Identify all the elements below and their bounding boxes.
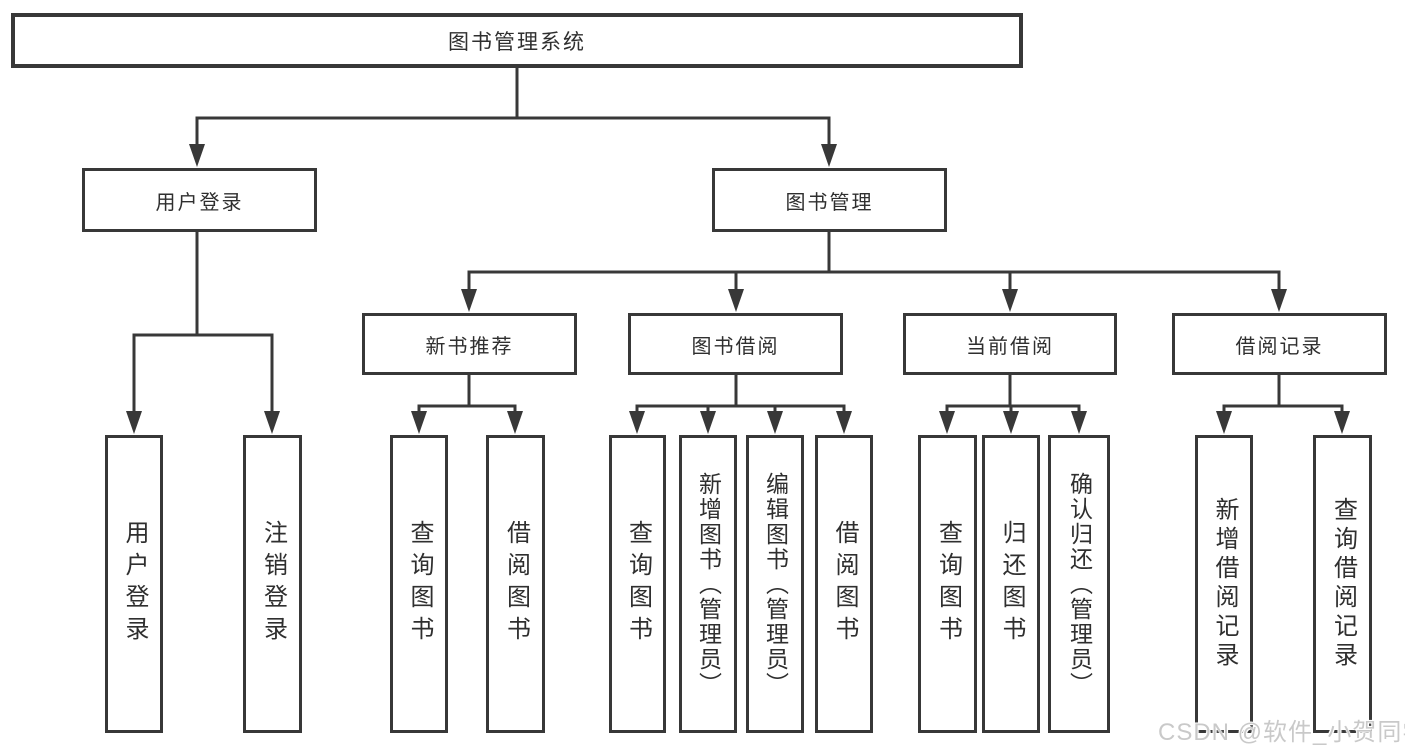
leaf-rec-borrow-book: 借阅图书 xyxy=(486,435,545,733)
arrow-icon xyxy=(836,411,852,434)
node-label: 用户登录 xyxy=(121,520,148,648)
arrow-icon xyxy=(1002,289,1018,312)
node-label: 借阅图书 xyxy=(502,520,530,648)
arrow-icon xyxy=(1003,411,1019,434)
leaf-rec-query-book: 查询图书 xyxy=(390,435,448,733)
arrow-icon xyxy=(939,411,955,434)
node-label: 查询图书 xyxy=(934,520,962,648)
arrow-icon xyxy=(767,411,783,434)
arrow-icon xyxy=(1271,289,1287,312)
arrow-icon xyxy=(1071,411,1087,434)
arrow-icon xyxy=(264,411,280,434)
node-label: 图书管理系统 xyxy=(448,30,586,54)
leaf-borrow-borrow-book: 借阅图书 xyxy=(815,435,873,733)
connector-rec-rail xyxy=(417,404,517,418)
node-label: 借阅图书 xyxy=(831,520,858,648)
node-label: 借阅记录 xyxy=(1235,335,1324,358)
node-user-login-branch: 用户登录 xyxy=(82,168,317,232)
node-new-book-recommend: 新书推荐 xyxy=(362,313,577,375)
arrow-icon xyxy=(411,411,427,434)
node-label: 新书推荐 xyxy=(425,335,514,358)
leaf-current-confirm-return-admin: 确认归还（管理员） xyxy=(1048,435,1110,733)
arrow-icon xyxy=(1334,411,1350,434)
connector-borrow-rail xyxy=(635,404,846,418)
node-label: 图书借阅 xyxy=(691,335,780,358)
node-label: 编辑图书（管理员） xyxy=(762,471,789,697)
node-label: 新增图书（管理员） xyxy=(695,471,722,697)
node-label: 查询图书 xyxy=(624,520,652,648)
arrow-icon xyxy=(700,411,716,434)
leaf-record-query-record: 查询借阅记录 xyxy=(1313,435,1372,733)
node-label: 用户登录 xyxy=(155,191,244,214)
node-library-system: 图书管理系统 xyxy=(11,13,1023,68)
node-current-borrowing: 当前借阅 xyxy=(903,313,1117,375)
connector-level2-rail xyxy=(195,116,831,150)
leaf-borrow-edit-book-admin: 编辑图书（管理员） xyxy=(746,435,804,733)
leaf-current-query-book: 查询图书 xyxy=(918,435,977,733)
node-book-management-branch: 图书管理 xyxy=(712,168,947,232)
arrow-icon xyxy=(821,144,837,167)
arrow-icon xyxy=(126,411,142,434)
arrow-icon xyxy=(629,411,645,434)
connector-userlogin-rail xyxy=(132,333,274,418)
node-label: 归还图书 xyxy=(998,520,1025,648)
leaf-borrow-add-book-admin: 新增图书（管理员） xyxy=(679,435,737,733)
leaf-logout: 注销登录 xyxy=(243,435,302,733)
arrow-icon xyxy=(728,289,744,312)
leaf-user-login: 用户登录 xyxy=(105,435,163,733)
leaf-borrow-query-book: 查询图书 xyxy=(609,435,666,733)
node-label: 图书管理 xyxy=(785,191,874,214)
arrowheads xyxy=(126,144,1350,434)
node-label: 查询借阅记录 xyxy=(1329,497,1357,671)
connector-level3-rail xyxy=(467,270,1281,296)
connector-record-rail xyxy=(1222,404,1344,418)
arrow-icon xyxy=(1216,411,1232,434)
node-label: 新增借阅记录 xyxy=(1211,497,1238,671)
arrow-icon xyxy=(189,144,205,167)
node-label: 注销登录 xyxy=(259,520,287,648)
node-label: 确认归还（管理员） xyxy=(1066,471,1093,697)
node-label: 当前借阅 xyxy=(966,335,1054,358)
node-label: 查询图书 xyxy=(406,520,433,648)
leaf-record-add-record: 新增借阅记录 xyxy=(1195,435,1253,733)
arrow-icon xyxy=(461,289,477,312)
arrow-icon xyxy=(507,411,523,434)
csdn-watermark: CSDN @软件_小贺同学 xyxy=(1158,719,1405,746)
node-book-borrowing: 图书借阅 xyxy=(628,313,843,375)
leaf-current-return-book: 归还图书 xyxy=(982,435,1040,733)
node-borrowing-records: 借阅记录 xyxy=(1172,313,1387,375)
